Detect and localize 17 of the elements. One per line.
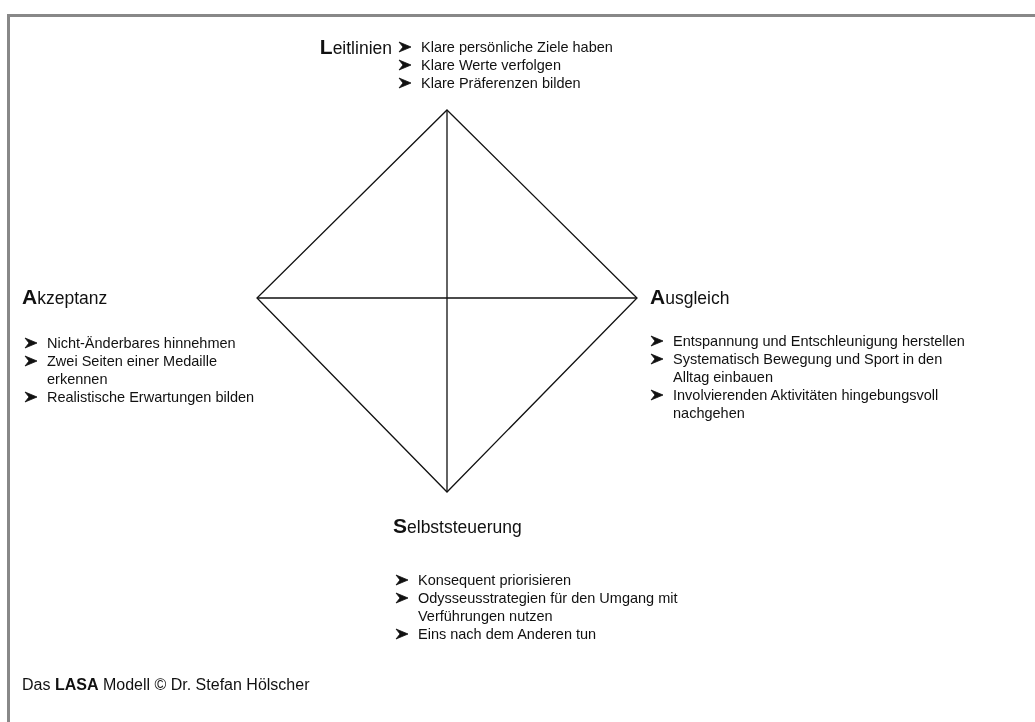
bullet-text: Klare Werte verfolgen [421, 56, 562, 74]
section-heading: Akzeptanz [22, 286, 108, 309]
bullet-text: Zwei Seiten einer Medaille erkennen [47, 352, 219, 388]
bullet-text: Nicht-Änderbares hinnehmen [47, 334, 237, 352]
bullet-text: Realistische Erwartungen bilden [47, 388, 256, 406]
bullet-text: Klare persönliche Ziele haben [421, 38, 614, 56]
section-heading: Ausgleich [650, 286, 730, 309]
section-heading: Leitlinien [319, 36, 392, 59]
bullet-text: Involvierenden Aktivitäten hingebungsvoll nachgehen [673, 386, 940, 422]
bullet-text: Systematisch Bewegung und Sport in den Alltag einbauen [673, 350, 944, 386]
bullet-text: Konsequent priorisieren [418, 571, 573, 589]
bullet-text: Odysseusstrategien für den Umgang mit Verführungen nutzen [418, 589, 679, 625]
section-heading: Selbststeuerung [393, 515, 522, 538]
bullet-text: Klare Präferenzen bilden [421, 74, 582, 92]
bullet-text: Entspannung und Entschleunigung herstellen [673, 332, 966, 350]
bullet-text: Eins nach dem Anderen tun [418, 625, 598, 643]
caption: Das LASA Modell © Dr. Stefan Hölscher [22, 676, 310, 694]
